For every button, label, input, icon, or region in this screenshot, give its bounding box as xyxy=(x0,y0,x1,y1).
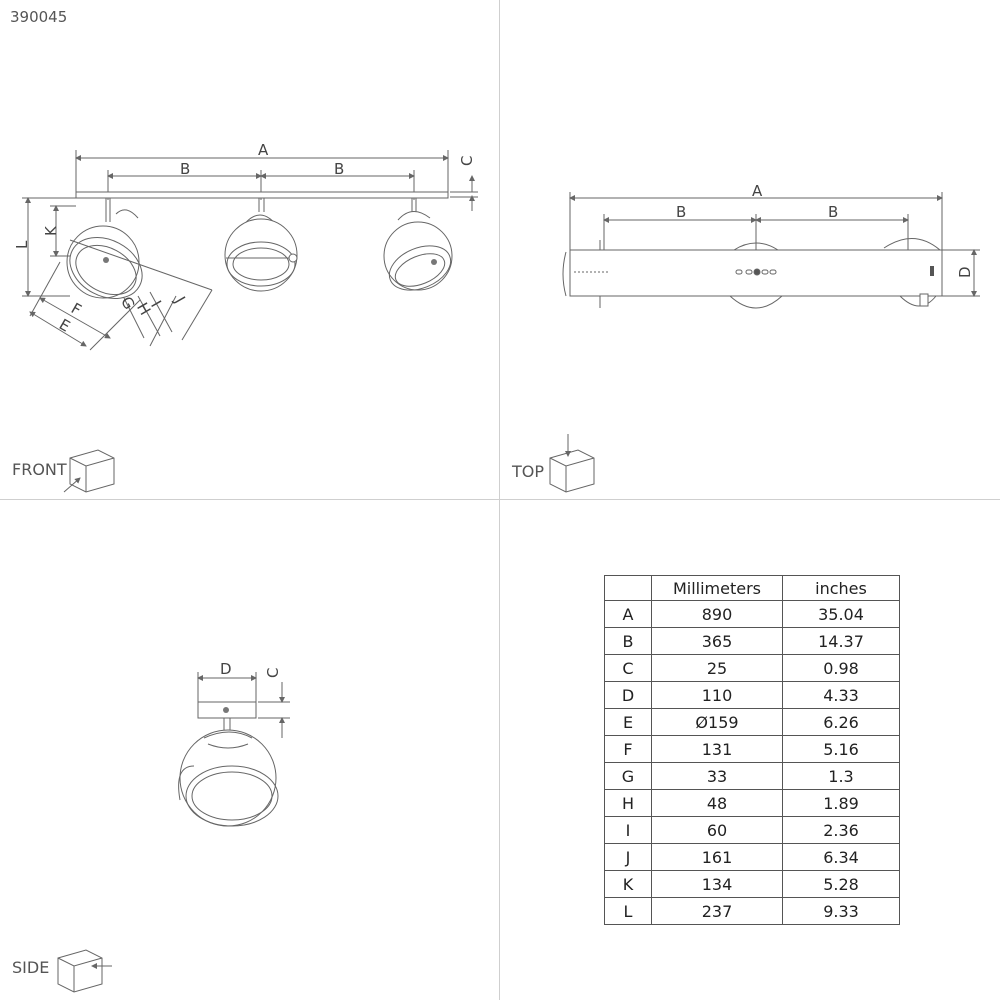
table-cell: Ø159 xyxy=(651,708,783,736)
dim-label-b2-top: B xyxy=(828,203,838,221)
table-cell: 1.3 xyxy=(782,762,900,790)
table-cell: 5.16 xyxy=(782,735,900,763)
table-cell: 110 xyxy=(651,681,783,709)
product-id: 390045 xyxy=(10,8,68,26)
front-view-drawing: A B B C xyxy=(13,141,478,493)
table-cell: B xyxy=(604,627,652,655)
view-label-side: SIDE xyxy=(12,958,50,977)
table-cell: 5.28 xyxy=(782,870,900,898)
table-cell: G xyxy=(604,762,652,790)
table-header-cell: inches xyxy=(782,575,900,601)
dim-label-k-front: K xyxy=(42,225,60,236)
dim-label-c-front: C xyxy=(458,156,476,166)
dim-label-d-side: D xyxy=(220,660,232,678)
table-cell: 0.98 xyxy=(782,654,900,682)
table-cell: 131 xyxy=(651,735,783,763)
table-cell: C xyxy=(604,654,652,682)
table-cell: L xyxy=(604,897,652,925)
table-cell: 237 xyxy=(651,897,783,925)
dim-label-a-top: A xyxy=(752,182,763,200)
table-cell: 365 xyxy=(651,627,783,655)
table-cell: 9.33 xyxy=(782,897,900,925)
quadrant-divider-horizontal xyxy=(0,499,1000,500)
dim-label-c-side: C xyxy=(264,668,282,678)
table-cell: J xyxy=(604,843,652,871)
view-label-front: FRONT xyxy=(12,460,67,479)
table-cell: K xyxy=(604,870,652,898)
dim-label-b2-front: B xyxy=(334,160,344,178)
table-cell: 48 xyxy=(651,789,783,817)
table-cell: F xyxy=(604,735,652,763)
top-view-drawing: A B B D xyxy=(549,182,980,493)
table-cell: H xyxy=(604,789,652,817)
table-cell: I xyxy=(604,816,652,844)
table-cell: 4.33 xyxy=(782,681,900,709)
table-cell: 14.37 xyxy=(782,627,900,655)
dim-label-b1-top: B xyxy=(676,203,686,221)
table-cell: 25 xyxy=(651,654,783,682)
dim-label-e-front: E xyxy=(56,315,73,335)
table-cell: 134 xyxy=(651,870,783,898)
view-label-top: TOP xyxy=(512,462,545,481)
side-view-drawing: D C xyxy=(57,660,290,993)
table-header-cell xyxy=(604,575,652,601)
table-cell: 890 xyxy=(651,600,783,628)
table-header-cell: Millimeters xyxy=(651,575,783,601)
table-cell: D xyxy=(604,681,652,709)
table-header-row: Millimeters inches xyxy=(604,575,900,601)
table-cell: 1.89 xyxy=(782,789,900,817)
table-cell: 6.26 xyxy=(782,708,900,736)
dim-label-b1-front: B xyxy=(180,160,190,178)
table-cell: 33 xyxy=(651,762,783,790)
table-cell: 35.04 xyxy=(782,600,900,628)
dim-label-f-front: F xyxy=(68,299,84,319)
table-cell: A xyxy=(604,600,652,628)
table-cell: E xyxy=(604,708,652,736)
dim-label-a-front: A xyxy=(258,141,269,159)
dim-label-j-front: J xyxy=(171,293,189,307)
table-cell: 161 xyxy=(651,843,783,871)
dim-label-l-front: L xyxy=(13,240,31,249)
dim-label-d-top: D xyxy=(956,266,974,278)
quadrant-divider-vertical xyxy=(499,0,500,1000)
table-cell: 6.34 xyxy=(782,843,900,871)
table-cell: 60 xyxy=(651,816,783,844)
table-cell: 2.36 xyxy=(782,816,900,844)
